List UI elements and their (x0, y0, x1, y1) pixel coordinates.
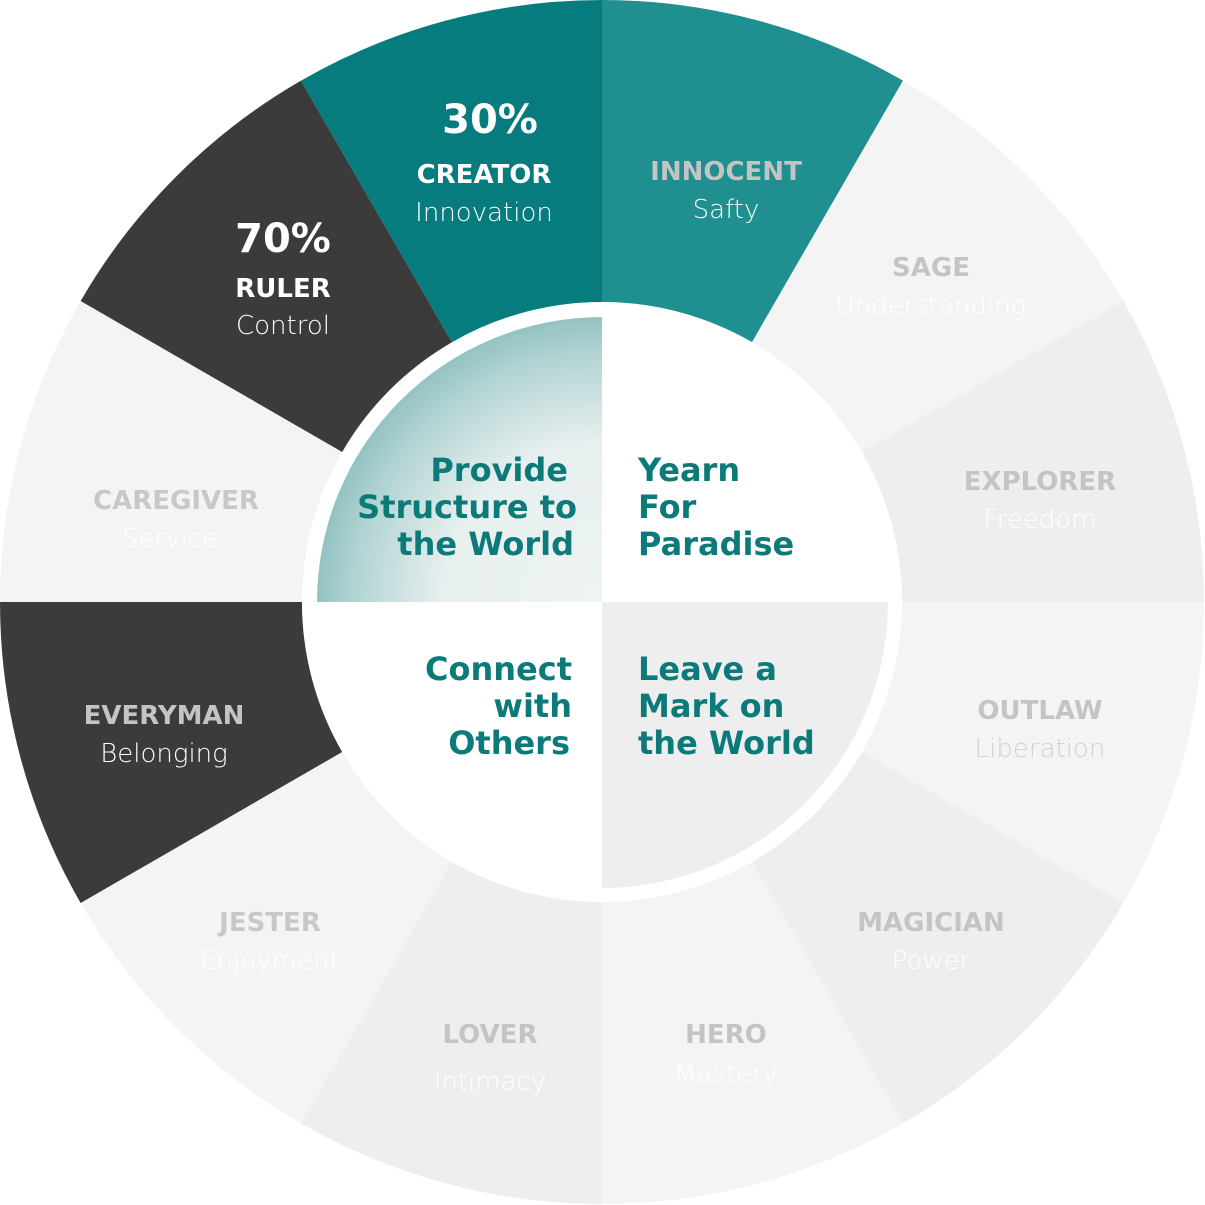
ruler-name: RULER (235, 274, 330, 304)
quadrant-line: Provide (430, 451, 568, 489)
segment-hero (301, 861, 602, 1204)
segment-lover (80, 752, 452, 1124)
quadrant-line: with (493, 687, 572, 725)
quadrant-line: Leave a (638, 650, 777, 688)
creator-name: CREATOR (417, 160, 552, 190)
quadrant-top-right: Yearn For Paradise (637, 451, 794, 563)
quadrant-line: Paradise (638, 525, 794, 563)
jester-name: JESTER (217, 908, 321, 938)
creator-trait: Innovation (415, 198, 553, 228)
segment-innocent (752, 80, 1124, 452)
sage-trait: Understanding (836, 291, 1027, 321)
inner-circle (302, 302, 902, 902)
quadrant-line: Structure to (357, 488, 577, 526)
quadrant-top-right-bg (602, 302, 902, 602)
outlaw-name: OUTLAW (977, 696, 1102, 726)
hero-name: HERO (685, 1020, 767, 1050)
quadrant-bottom-right: Leave a Mark on the World (638, 650, 815, 762)
segment-outlaw (752, 752, 1124, 1124)
ruler-trait: Control (236, 311, 330, 341)
quadrant-line: the World (638, 724, 815, 762)
magician-name: MAGICIAN (857, 908, 1005, 938)
lover-name: LOVER (443, 1020, 538, 1050)
quadrant-line: Others (448, 724, 570, 762)
innocent-trait: Safty (693, 195, 760, 225)
segment-creator (602, 0, 903, 343)
explorer-name: EXPLORER (964, 467, 1116, 497)
caregiver-name: CAREGIVER (93, 486, 259, 516)
everyman-trait: Belonging (100, 739, 228, 769)
quadrant-bottom-right-bg (602, 602, 888, 888)
inner-white-ring (601, 601, 902, 902)
outlaw-trait: Liberation (975, 734, 1106, 764)
caregiver-trait: Service (122, 524, 218, 554)
quadrant-bottom-left: Connect with Others (425, 650, 572, 762)
quadrant-line: the World (397, 525, 574, 563)
quadrant-line: For (638, 488, 697, 526)
creator-percent: 30% (442, 97, 538, 143)
quadrant-top-left: Provide Structure to the World (357, 451, 577, 563)
ruler-percent: 70% (235, 216, 331, 262)
hero-trait: Mastery (674, 1059, 778, 1089)
innocent-name: INNOCENT (650, 157, 802, 187)
segment-sage (861, 301, 1204, 602)
explorer-trait: Freedom (984, 505, 1097, 535)
segment-caregiver (80, 80, 452, 452)
quadrant-line: Connect (425, 650, 572, 688)
quadrant-bottom-left-bg (302, 602, 602, 902)
everyman-name: EVERYMAN (84, 701, 245, 731)
quadrant-line: Yearn (637, 451, 740, 489)
sage-name: SAGE (892, 253, 970, 283)
segment-magician (602, 861, 903, 1204)
magician-trait: Power (892, 946, 971, 976)
lover-trait: Intimacy (434, 1067, 547, 1097)
segment-everyman (0, 301, 343, 602)
quadrant-line: Mark on (638, 687, 784, 725)
segment-labels: 30% CREATOR Innovation INNOCENT Safty SA… (84, 97, 1117, 1097)
quadrant-top-left-bg (317, 317, 602, 602)
jester-trait: Enjoyment (200, 946, 339, 976)
segment-explorer (861, 602, 1204, 903)
segment-jester (0, 602, 343, 903)
segment-ruler (301, 0, 602, 343)
